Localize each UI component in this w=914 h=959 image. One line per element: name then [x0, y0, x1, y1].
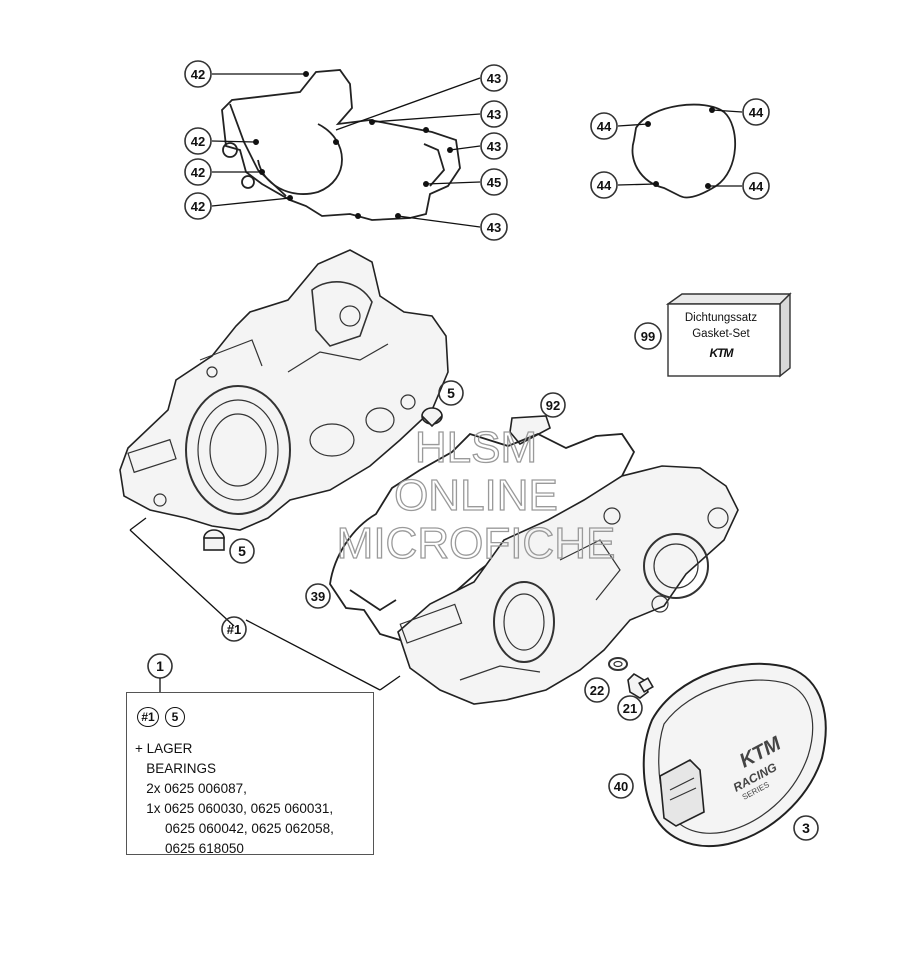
watermark: HLSM ONLINE MICROFICHE: [336, 422, 616, 568]
callout-42-d: 42: [184, 192, 212, 220]
svg-text:5: 5: [447, 385, 455, 401]
ignition-cover-gasket-drawing: [617, 103, 743, 199]
bearing-upper-drawing: [421, 407, 443, 428]
bearing-box-header: #1 5: [137, 707, 185, 727]
svg-text:92: 92: [546, 398, 560, 413]
callout-44-c: 44: [590, 171, 618, 199]
gasket-set-package-drawing: [665, 292, 792, 378]
svg-text:42: 42: [191, 134, 205, 149]
svg-text:22: 22: [590, 683, 604, 698]
seal-ring-drawing: [608, 657, 628, 671]
callout-43-a: 43: [480, 64, 508, 92]
svg-text:HLSM: HLSM: [415, 423, 537, 472]
gasket-set-line-en: Gasket-Set: [692, 328, 750, 340]
svg-text:44: 44: [749, 105, 764, 120]
gasket-set-label: Dichtungssatz Gasket-Set KTM: [668, 296, 782, 376]
callout-43-b: 43: [480, 100, 508, 128]
svg-text:99: 99: [641, 329, 655, 344]
svg-text:42: 42: [191, 199, 205, 214]
callout-42-b: 42: [184, 127, 212, 155]
callout-42-a: 42: [184, 60, 212, 88]
callout-43-c: 43: [480, 132, 508, 160]
drain-plug-drawing: [627, 672, 654, 699]
gasket-leader-lines: [211, 73, 481, 228]
callout-44-a: 44: [590, 112, 618, 140]
ktm-logo: KTM: [709, 346, 734, 360]
crankcase-gasket-drawing: [221, 69, 461, 221]
callout-45: 45: [480, 168, 508, 196]
bearing-lower-drawing: [203, 529, 225, 551]
callout-92: 92: [540, 392, 566, 418]
ignition-cover-drawing: KTM RACING SERIES: [642, 662, 827, 848]
svg-text:45: 45: [487, 175, 501, 190]
svg-text:44: 44: [597, 178, 612, 193]
svg-text:21: 21: [623, 701, 637, 716]
svg-text:43: 43: [487, 107, 501, 122]
callout-5-upper: 5: [438, 380, 464, 406]
svg-text:5: 5: [238, 543, 246, 559]
bearing-list-text: + LAGER BEARINGS 2x 0625 006087, 1x 0625…: [135, 741, 334, 856]
callout-99: 99: [634, 322, 662, 350]
bearing-info-box: #1 5 + LAGER BEARINGS 2x 0625 006087, 1x…: [126, 692, 374, 856]
svg-text:43: 43: [487, 220, 501, 235]
callout-hash1: #1: [221, 616, 247, 642]
callout-22: 22: [584, 677, 610, 703]
gasket-set-text: Dichtungssatz Gasket-Set: [668, 310, 774, 342]
svg-text:44: 44: [749, 179, 764, 194]
right-crankcase-half-drawing: [397, 465, 739, 705]
svg-text:43: 43: [487, 139, 501, 154]
callout-44-d: 44: [742, 172, 770, 200]
svg-text:40: 40: [614, 779, 628, 794]
svg-text:MICROFICHE: MICROFICHE: [337, 519, 616, 568]
callout-1: 1: [147, 653, 173, 692]
callout-43-d: 43: [480, 213, 508, 241]
svg-text:44: 44: [597, 119, 612, 134]
callout-39: 39: [305, 583, 331, 609]
hash1-badge: #1: [137, 707, 159, 727]
callout-21: 21: [617, 695, 643, 721]
callout-44-b: 44: [742, 98, 770, 126]
item-5-badge: 5: [165, 707, 185, 727]
svg-text:1: 1: [156, 658, 164, 674]
svg-text:43: 43: [487, 71, 501, 86]
gasket-set-line-de: Dichtungssatz: [684, 312, 758, 324]
callout-42-c: 42: [184, 158, 212, 186]
hash1-bracket-lines: [129, 517, 401, 691]
svg-text:#1: #1: [227, 622, 241, 637]
svg-text:39: 39: [311, 589, 325, 604]
callout-3: 3: [793, 815, 819, 841]
svg-text:42: 42: [191, 165, 205, 180]
svg-text:3: 3: [802, 820, 810, 836]
svg-text:42: 42: [191, 67, 205, 82]
callout-40: 40: [608, 773, 634, 799]
left-crankcase-half-drawing: [119, 249, 449, 531]
svg-text:ONLINE: ONLINE: [394, 471, 558, 520]
callout-5-lower: 5: [229, 538, 255, 564]
